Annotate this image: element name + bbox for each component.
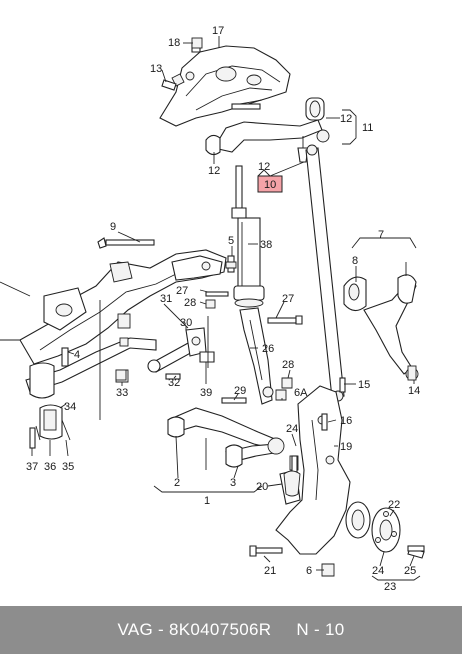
callout-6a: 6A [294,387,308,399]
callout-labels: 17 18 13 12 11 12 12 10 9 5 38 7 8 27 31… [26,25,420,593]
brand-label: VAG [117,620,154,639]
callout-24-upper: 24 [286,423,298,435]
callout-12-mid: 12 [258,161,270,173]
fasteners [29,37,425,577]
wheel-hub [345,501,425,559]
strut-fork [239,307,274,405]
callout-3: 3 [230,477,236,489]
callout-24-lower: 24 [372,565,384,577]
callout-32: 32 [168,377,180,389]
callout-28-left: 28 [184,297,196,309]
callout-9: 9 [110,221,116,233]
part-number-label: 8K0407506R [169,620,272,639]
callout-5: 5 [228,235,234,247]
callout-10: 10 [264,179,276,191]
callout-35: 35 [62,461,74,473]
spacer [271,620,296,640]
callout-27a: 27 [176,285,188,297]
callout-33: 33 [116,387,128,399]
callout-22: 22 [388,499,400,511]
leader-lines [31,36,421,581]
callout-20: 20 [256,481,268,493]
callout-17: 17 [212,25,224,37]
callout-6: 6 [306,565,312,577]
callout-26: 26 [262,343,274,355]
lower-control-arm [167,407,285,468]
callout-29: 29 [234,385,246,397]
callout-4: 4 [74,349,80,361]
upper-mount-bracket [159,43,291,127]
callout-23: 23 [384,581,396,593]
part-number-footer: VAG - 8K0407506R N - 10 [0,606,462,654]
shock-absorber [231,165,265,308]
callout-1: 1 [204,495,210,507]
anti-roll-bar [25,337,157,441]
wheel-bearing-housing [275,385,351,555]
callout-15: 15 [358,379,370,391]
callout-8: 8 [352,255,358,267]
callout-19: 19 [340,441,352,453]
callout-31: 31 [160,293,172,305]
callout-14: 14 [408,385,420,397]
callout-36: 36 [44,461,56,473]
right-upper-arm-detail [343,274,419,381]
callout-11: 11 [362,122,373,134]
callout-37: 37 [26,461,38,473]
callout-21: 21 [264,565,276,577]
callout-39: 39 [200,387,212,399]
position-ref-label: N - 10 [296,620,345,639]
highlight-box-10 [257,175,283,193]
subframe [0,249,227,365]
callout-12-left: 12 [208,165,220,177]
callout-27: 27 [282,293,294,305]
stabilizer-link [305,144,345,402]
upper-control-arm [205,97,330,163]
callout-13: 13 [150,63,162,75]
callout-34: 34 [64,401,76,413]
callout-16: 16 [340,415,352,427]
callout-7: 7 [378,229,384,241]
exploded-parts-diagram: 17 18 13 12 11 12 12 10 9 5 38 7 8 27 31… [0,25,425,593]
callout-38: 38 [260,239,272,251]
callout-12-upper: 12 [340,113,352,125]
callout-2: 2 [174,477,180,489]
callout-28-right: 28 [282,359,294,371]
callout-30: 30 [180,317,192,329]
callout-25: 25 [404,565,416,577]
separator-label: - [153,620,170,639]
callout-18: 18 [168,37,180,49]
